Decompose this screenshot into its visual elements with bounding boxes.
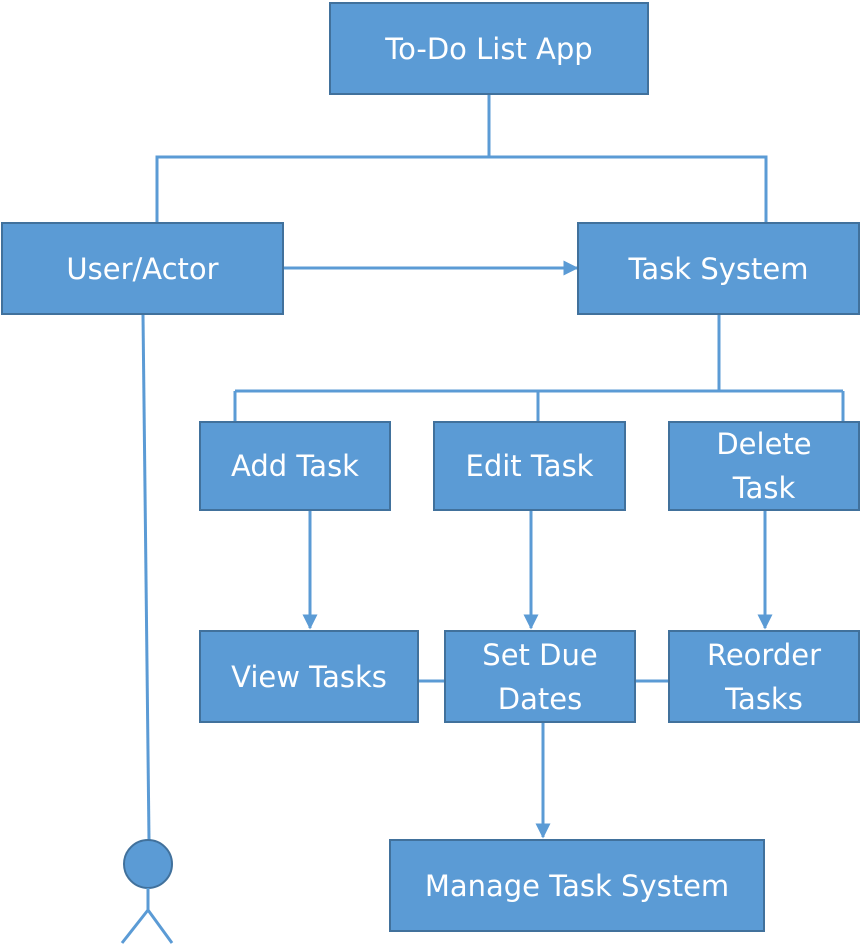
connector-todo-to-user [155, 95, 491, 222]
node-add-task: Add Task [199, 421, 391, 511]
node-view-tasks: View Tasks [199, 630, 419, 723]
node-user-actor: User/Actor [1, 222, 284, 315]
node-set-due-dates: Set Due Dates [444, 630, 636, 723]
node-todo-list-app: To-Do List App [329, 2, 649, 95]
connector-todo-to-task-system [489, 155, 768, 222]
stick-figure-actor-icon [120, 839, 174, 944]
node-manage-task-system: Manage Task System [389, 839, 765, 932]
node-reorder-tasks: Reorder Tasks [668, 630, 860, 723]
connector-user-to-actor [141, 314, 151, 841]
node-task-system: Task System [577, 222, 860, 315]
node-edit-task: Edit Task [433, 421, 626, 511]
node-delete-task: Delete Task [668, 421, 860, 511]
